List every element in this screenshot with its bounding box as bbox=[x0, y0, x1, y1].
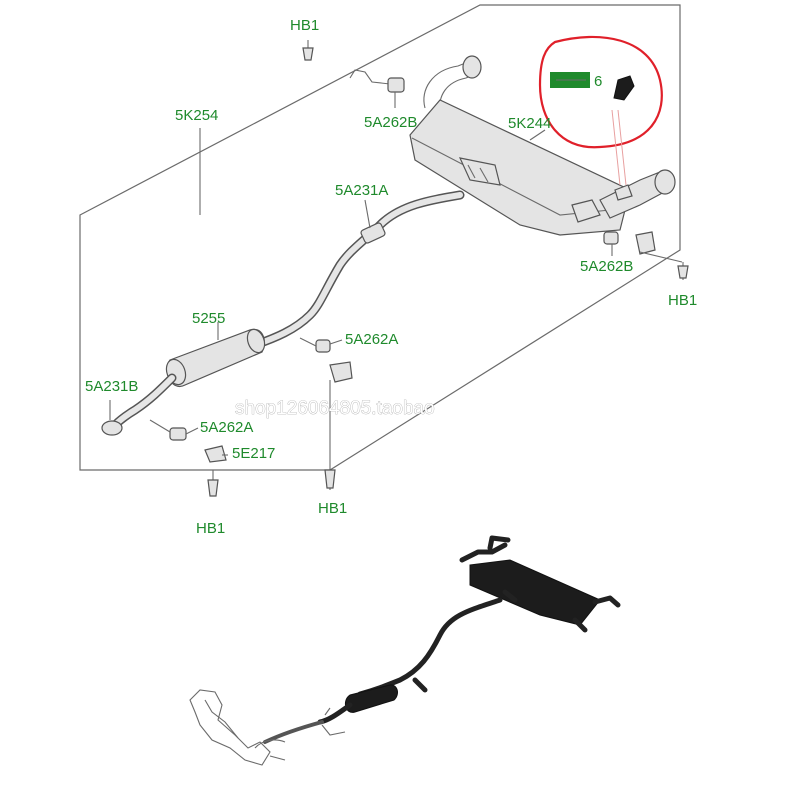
watermark-text: shop126064805.taobao bbox=[235, 398, 435, 419]
part-labels: HB1 5K254 5A262B 5K244 5A231A 5A262B HB1… bbox=[85, 17, 697, 537]
bolts-hb1 bbox=[207, 40, 689, 497]
label-5a231b: 5A231B bbox=[85, 378, 138, 395]
label-5k244: 5K244 bbox=[508, 115, 551, 132]
red-highlight-circle bbox=[538, 35, 663, 149]
label-5k254: 5K254 bbox=[175, 107, 218, 124]
label-hb1-bottom-left: HB1 bbox=[196, 520, 225, 537]
rear-muffler-5K244 bbox=[409, 55, 676, 236]
panel-frame bbox=[79, 4, 681, 471]
label-5e217: 5E217 bbox=[232, 445, 275, 462]
parts-panel bbox=[79, 4, 681, 471]
small-bracket-part bbox=[613, 75, 635, 101]
center-resonator-5255 bbox=[101, 328, 266, 436]
label-5a231a: 5A231A bbox=[335, 182, 388, 199]
label-5a262b-top: 5A262B bbox=[364, 114, 417, 131]
overview-illustration bbox=[189, 535, 621, 766]
label-hb1-bottom-mid: HB1 bbox=[318, 500, 347, 517]
label-5a262a-low: 5A262A bbox=[200, 419, 253, 436]
highlighted-label-suffix: 6 bbox=[594, 73, 602, 90]
label-5a262b-right: 5A262B bbox=[580, 258, 633, 275]
label-hb1-top: HB1 bbox=[290, 17, 319, 34]
label-hb1-right: HB1 bbox=[668, 292, 697, 309]
leader-lines bbox=[109, 92, 683, 456]
hangers bbox=[149, 69, 656, 463]
label-5255: 5255 bbox=[192, 310, 225, 327]
intermediate-pipe bbox=[250, 190, 465, 350]
highlighted-part-callout: 6 bbox=[538, 35, 663, 186]
label-5a262a-mid: 5A262A bbox=[345, 331, 398, 348]
